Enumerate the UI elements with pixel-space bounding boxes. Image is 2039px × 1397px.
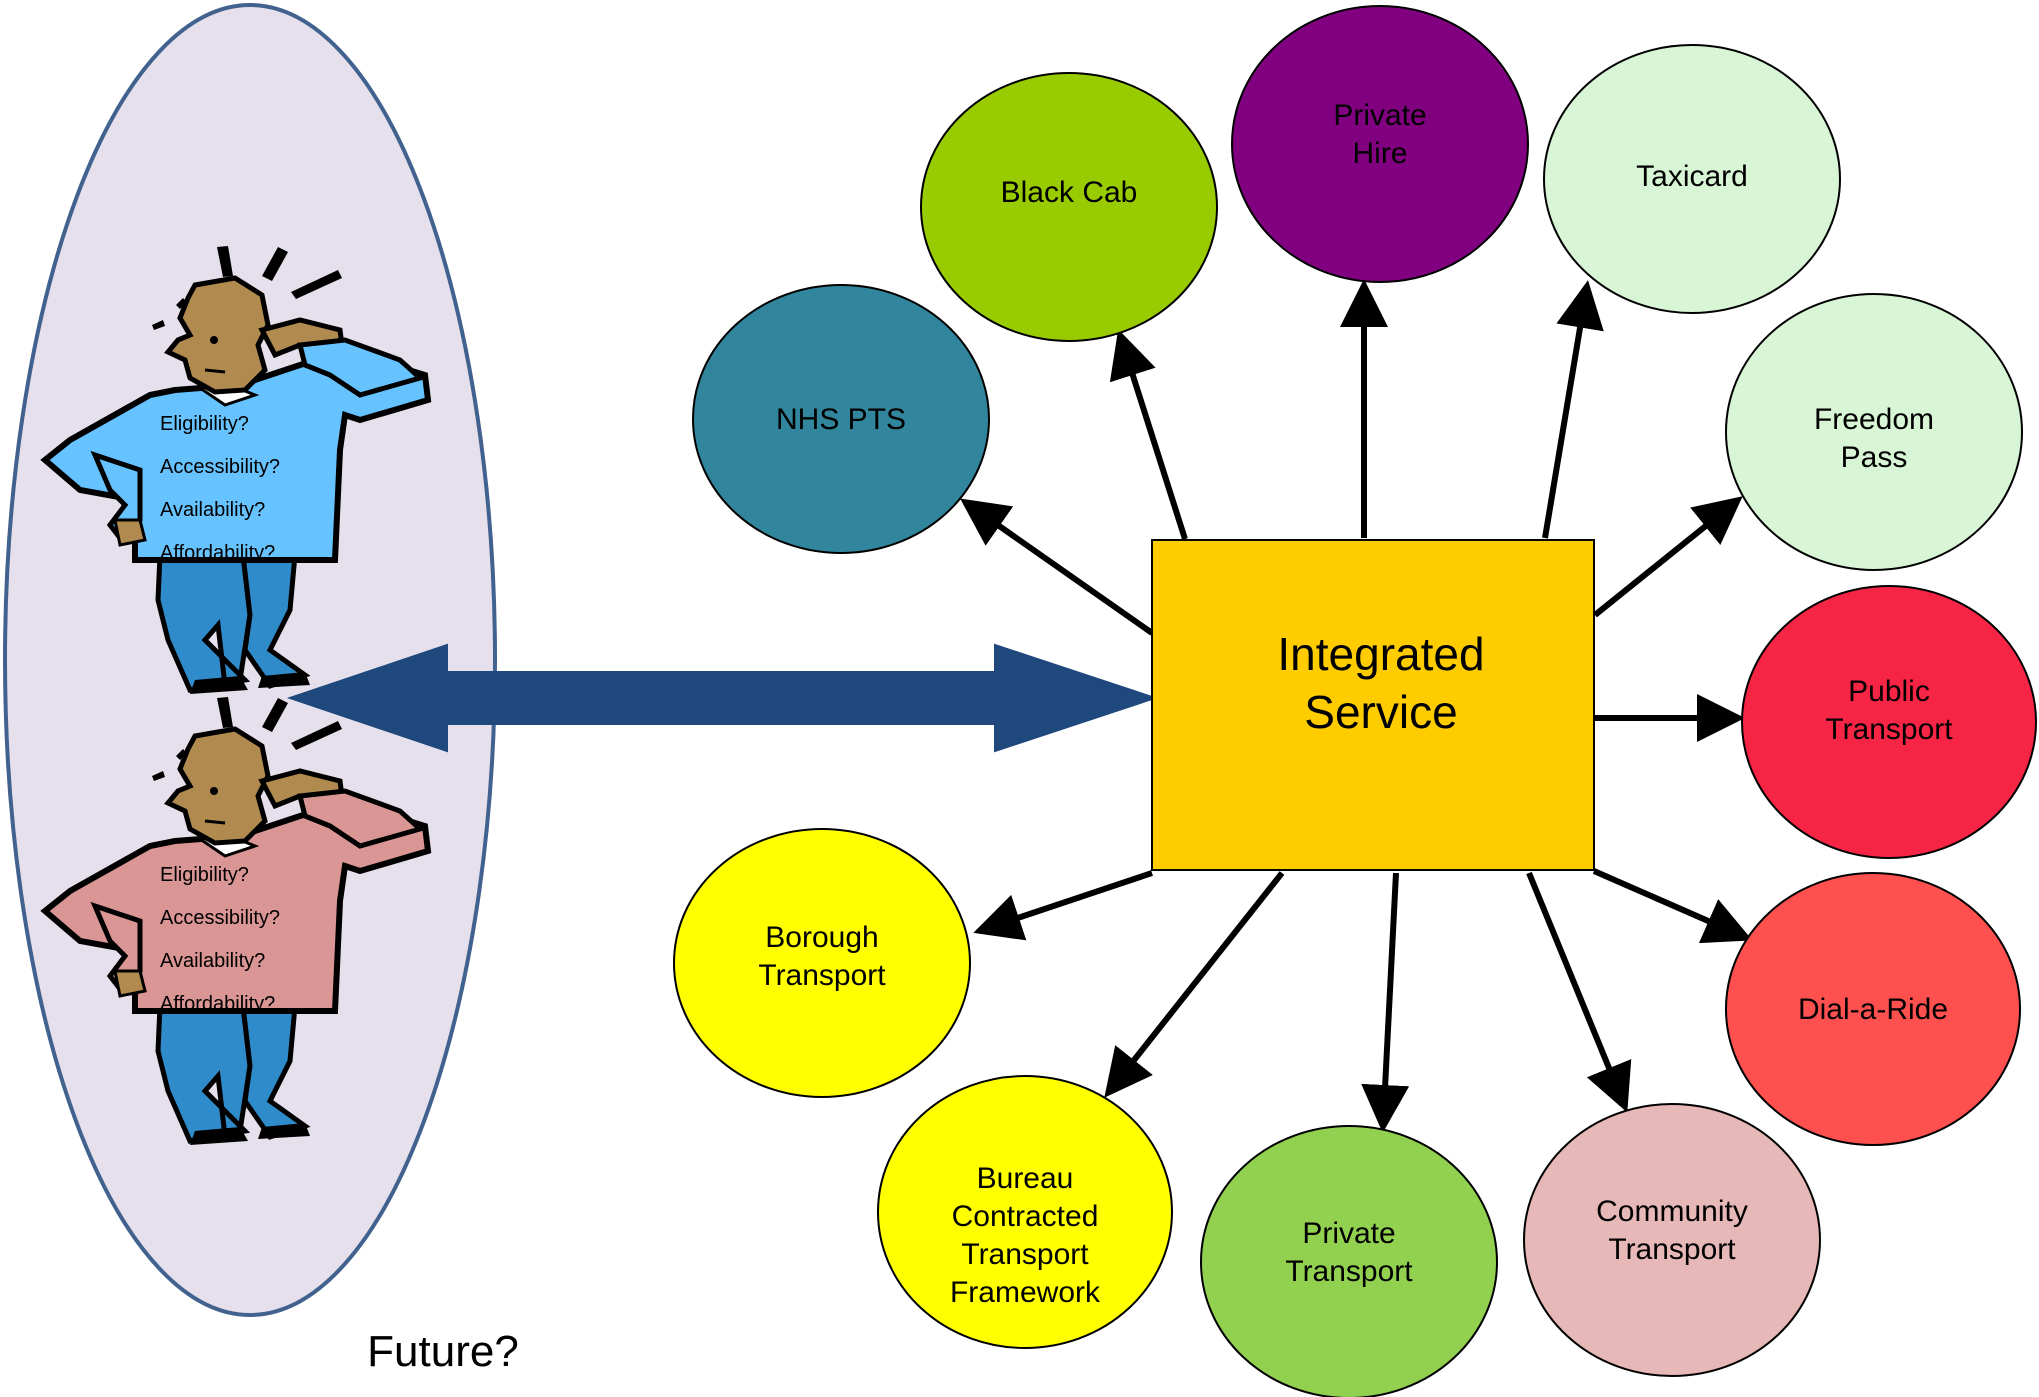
double-arrow — [286, 643, 1159, 753]
public-transport-label: Public — [1848, 675, 1930, 708]
community-transport-circle — [1523, 1103, 1821, 1377]
legs — [155, 552, 311, 694]
taxicard-circle — [1543, 44, 1841, 314]
integrated-service-label: Service — [1304, 686, 1457, 738]
borough-transport-label: Borough — [765, 921, 878, 954]
bureau-contracted-label: Framework — [950, 1276, 1101, 1309]
black-cab-circle — [920, 72, 1218, 342]
bureau-contracted-circle — [877, 1075, 1173, 1349]
taxicard-label: Taxicard — [1636, 160, 1748, 193]
connector-arrows — [960, 279, 1753, 1133]
private-hire-label: Private — [1333, 99, 1426, 132]
connector-arrow — [1592, 868, 1753, 944]
freedom-pass-label: Freedom — [1814, 403, 1934, 436]
exclamation-marks-icon — [152, 246, 342, 330]
question-label: Eligibility? — [160, 413, 249, 435]
private-hire-circle — [1231, 5, 1529, 283]
question-label: Availability? — [160, 950, 265, 972]
connector-arrow — [1593, 496, 1743, 618]
integrated-service-label: Integrated — [1277, 628, 1484, 680]
community-transport-label: Transport — [1608, 1233, 1736, 1266]
connector-arrow — [1526, 871, 1632, 1113]
private-transport-circle — [1200, 1125, 1498, 1397]
connector-arrow — [960, 498, 1154, 636]
private-transport-label: Private — [1302, 1217, 1395, 1250]
black-cab-label: Black Cab — [1001, 176, 1138, 209]
connector-arrow — [1361, 872, 1410, 1133]
private-hire-label: Hire — [1352, 137, 1407, 170]
public-transport-circle — [1741, 585, 2037, 859]
freedom-pass-circle — [1725, 293, 2023, 571]
freedom-pass-label: Pass — [1841, 441, 1908, 474]
nhs-pts-circle — [692, 284, 990, 554]
public-transport-label: Transport — [1825, 713, 1953, 746]
question-label: Affordability? — [160, 993, 275, 1015]
dial-a-ride-label: Dial-a-Ride — [1798, 993, 1948, 1026]
nhs-pts-label: NHS PTS — [776, 403, 906, 436]
question-label: Accessibility? — [160, 907, 280, 929]
dial-a-ride-circle — [1725, 872, 2021, 1146]
person-blue: Eligibility? Accessibility? Availability? A… — [40, 246, 432, 694]
legs — [155, 1003, 311, 1145]
future-label: Future? — [367, 1327, 519, 1376]
service-node-dial-a-ride: Dial-a-Ride — [1725, 872, 2021, 1146]
connector-arrow — [1104, 871, 1285, 1098]
service-node-nhs-pts: NHS PTS — [692, 284, 990, 554]
question-label: Eligibility? — [160, 864, 249, 886]
connector-arrow — [1542, 280, 1604, 539]
connector-arrow — [973, 870, 1153, 941]
exclamation-marks-icon — [152, 697, 342, 781]
borough-transport-circle — [673, 828, 971, 1098]
head — [164, 726, 271, 846]
question-label: Availability? — [160, 499, 265, 521]
community-transport-label: Community — [1596, 1195, 1748, 1228]
question-label: Affordability? — [160, 542, 275, 564]
service-node-black-cab: Black Cab — [920, 72, 1218, 342]
question-label: Accessibility? — [160, 456, 280, 478]
bureau-contracted-label: Bureau — [977, 1162, 1074, 1195]
bureau-contracted-label: Transport — [961, 1238, 1089, 1271]
private-transport-label: Transport — [1285, 1255, 1413, 1288]
head — [164, 275, 271, 395]
bureau-contracted-label: Contracted — [952, 1200, 1099, 1233]
person-pink: Eligibility? Accessibility? Availability? A… — [40, 697, 432, 1145]
borough-transport-label: Transport — [758, 959, 886, 992]
integrated-service-box — [1151, 539, 1595, 871]
service-node-taxicard: Taxicard — [1543, 44, 1841, 314]
connector-arrow — [1109, 329, 1188, 540]
